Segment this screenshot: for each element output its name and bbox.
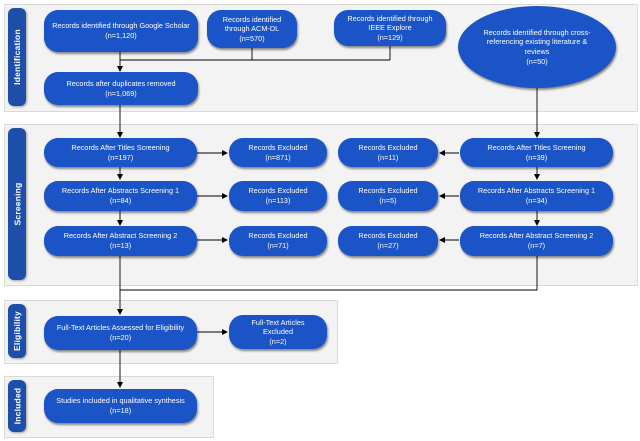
right-excluded-abstracts-2-node: Records Excluded (n=27) [338,226,438,256]
google-scholar-records-node: Records identified through Google Schola… [44,10,198,52]
stage-label-included: Included [8,380,26,432]
right-titles-screening-node: Records After Titles Screening (n=39) [460,138,613,167]
after-duplicates-node: Records after duplicates removed (n=1,06… [44,72,198,105]
cross-reference-records-node: Records identified through cross-referen… [458,6,616,88]
stage-label-eligibility: Eligibility [8,304,26,358]
stage-label-screening: Screening [8,128,26,280]
qualitative-synthesis-node: Studies included in qualitative synthesi… [44,389,197,423]
right-excluded-abstracts-1-node: Records Excluded (n=5) [338,181,438,211]
left-excluded-titles-node: Records Excluded (n=871) [229,138,327,167]
right-abstracts-screening-1-node: Records After Abstracts Screening 1 (n=3… [460,181,613,211]
full-text-excluded-node: Full-Text Articles Excluded (n=2) [229,315,327,349]
left-titles-screening-node: Records After Titles Screening (n=197) [44,138,197,167]
left-abstracts-screening-1-node: Records After Abstracts Screening 1 (n=8… [44,181,197,211]
acm-dl-records-node: Records identified through ACM-DL (n=570… [207,10,297,48]
right-abstract-screening-2-node: Records After Abstract Screening 2 (n=7) [460,226,613,256]
left-abstract-screening-2-node: Records After Abstract Screening 2 (n=13… [44,226,197,256]
ieee-explore-records-node: Records identified through IEEE Explore … [334,10,446,46]
left-excluded-abstracts-2-node: Records Excluded (n=71) [229,226,327,256]
right-excluded-titles-node: Records Excluded (n=11) [338,138,438,167]
left-excluded-abstracts-1-node: Records Excluded (n=113) [229,181,327,211]
stage-label-identification: Identification [8,8,26,106]
full-text-assessed-node: Full-Text Articles Assessed for Eligibil… [44,316,197,350]
